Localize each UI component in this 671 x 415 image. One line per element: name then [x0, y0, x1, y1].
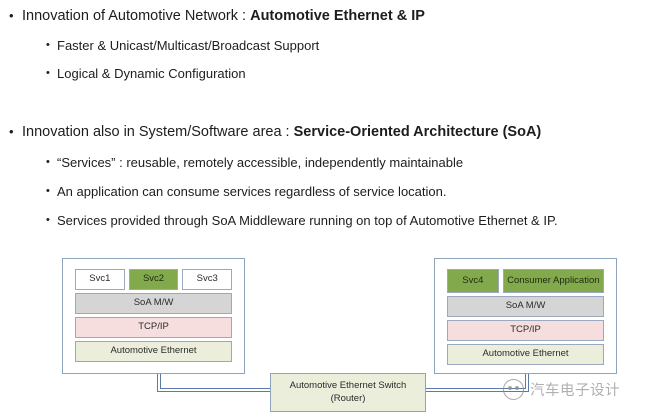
- connector-right-horizontal-inner: [426, 388, 525, 389]
- bullet-item-level2: • Faster & Unicast/Multicast/Broadcast Su…: [0, 38, 319, 54]
- bullet-text-emphasis: Service-Oriented Architecture (SoA): [293, 124, 542, 140]
- bullet-dot-icon: •: [46, 214, 50, 226]
- protocol-stack-right: Svc4 Consumer Application SoA M/W TCP/IP…: [447, 269, 604, 368]
- bullet-text: Logical & Dynamic Configuration: [57, 66, 246, 81]
- bullet-dot-icon: •: [9, 8, 14, 23]
- connector-left-horizontal-inner: [160, 388, 270, 389]
- watermark: 汽车电子设计: [503, 379, 620, 400]
- host-box-right: Svc4 Consumer Application SoA M/W TCP/IP…: [434, 258, 617, 374]
- protocol-stack-left: Svc1 Svc2 Svc3 SoA M/W TCP/IP Automotive…: [75, 269, 233, 365]
- switch-label-line2: (Router): [330, 392, 366, 404]
- bullet-text: Services provided through SoA Middleware…: [57, 213, 558, 228]
- connector-left-vertical-inner: [160, 374, 161, 389]
- bullet-item-level2: • Logical & Dynamic Configuration: [0, 66, 246, 82]
- connector-right-vertical-inner: [525, 374, 526, 389]
- bullet-dot-icon: •: [46, 185, 50, 197]
- host-box-left: Svc1 Svc2 Svc3 SoA M/W TCP/IP Automotive…: [62, 258, 245, 374]
- bullet-dot-icon: •: [46, 39, 50, 51]
- switch-box[interactable]: Automotive Ethernet Switch (Router): [270, 373, 426, 412]
- bullet-item-level2: • Services provided through SoA Middlewar…: [0, 213, 558, 229]
- bullet-item-level2: • “Services” : reusable, remotely accessi…: [0, 155, 463, 171]
- bullet-item-level2: • An application can consume services reg…: [0, 184, 446, 200]
- service-box-svc2[interactable]: Svc2: [128, 269, 179, 290]
- brand-logo-icon: [503, 379, 524, 400]
- layer-box-soa-mw-right[interactable]: SoA M/W: [447, 296, 604, 317]
- bullet-text-emphasis: Automotive Ethernet & IP: [250, 8, 425, 24]
- bullet-text: An application can consume services rega…: [57, 184, 447, 199]
- layer-box-tcpip-left[interactable]: TCP/IP: [75, 317, 232, 338]
- layer-box-automotive-ethernet-left[interactable]: Automotive Ethernet: [75, 341, 232, 362]
- layer-box-tcpip-right[interactable]: TCP/IP: [447, 320, 604, 341]
- service-box-consumer-application[interactable]: Consumer Application: [502, 269, 604, 293]
- service-box-svc4[interactable]: Svc4: [447, 269, 499, 293]
- switch-label-line1: Automotive Ethernet Switch: [289, 379, 407, 391]
- service-box-svc3[interactable]: Svc3: [182, 269, 233, 290]
- bullet-dot-icon: •: [9, 124, 14, 139]
- layer-box-soa-mw-left[interactable]: SoA M/W: [75, 293, 232, 314]
- connector-right-vertical-outer: [528, 374, 529, 392]
- layer-box-automotive-ethernet-right[interactable]: Automotive Ethernet: [447, 344, 604, 365]
- bullet-text: Innovation also in System/Software area …: [22, 124, 294, 140]
- connector-left-vertical-outer: [157, 374, 158, 392]
- service-row-right: Svc4 Consumer Application: [447, 269, 604, 293]
- connector-right-horizontal-outer: [426, 391, 528, 392]
- bullet-text: Innovation of Automotive Network :: [22, 8, 251, 24]
- service-row-left: Svc1 Svc2 Svc3: [75, 269, 233, 290]
- bullet-dot-icon: •: [46, 67, 50, 79]
- bullet-text: Faster & Unicast/Multicast/Broadcast Sup…: [57, 38, 320, 53]
- bullet-text: “Services” : reusable, remotely accessib…: [57, 155, 464, 170]
- bullet-item-level1: • Innovation of Automotive Network : Auto…: [0, 8, 425, 25]
- bullet-item-level1: • Innovation also in System/Software area…: [0, 124, 541, 141]
- service-box-svc1[interactable]: Svc1: [75, 269, 125, 290]
- watermark-text: 汽车电子设计: [530, 383, 620, 399]
- connector-left-horizontal-outer: [157, 391, 270, 392]
- bullet-dot-icon: •: [46, 156, 50, 168]
